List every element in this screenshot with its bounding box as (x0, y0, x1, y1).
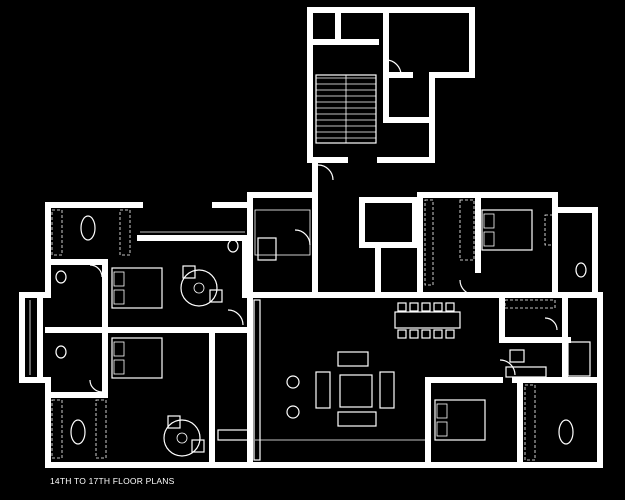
vanity (505, 366, 547, 378)
toilet (509, 349, 525, 363)
bed (481, 209, 533, 251)
bathtub (567, 341, 591, 377)
living-room-sofa-set (286, 351, 395, 427)
bathtub (70, 419, 86, 445)
dining-chair (421, 329, 431, 339)
doors (89, 59, 558, 393)
bed (434, 399, 486, 441)
door-swing (385, 59, 402, 76)
walls (19, 7, 603, 468)
door-swing (89, 379, 103, 393)
door-swing (294, 229, 311, 246)
toilet (55, 270, 67, 284)
dining-chair (433, 329, 443, 339)
vanity (217, 429, 249, 441)
balcony (29, 231, 425, 441)
toilet (55, 345, 67, 359)
lounge-seating (163, 265, 223, 457)
dining-chair (433, 302, 443, 312)
wardrobes (51, 199, 556, 461)
staircase (315, 74, 377, 144)
toilet (227, 239, 239, 253)
bathtub (257, 237, 277, 261)
bed (111, 267, 163, 309)
plan-caption: 14TH TO 17TH FLOOR PLANS (50, 476, 175, 486)
bed (111, 337, 163, 379)
dining-chair (421, 302, 431, 312)
bathroom-fixtures (55, 215, 591, 445)
dining-chair (445, 302, 455, 312)
dining-chair (397, 329, 407, 339)
dining-table (394, 302, 461, 339)
bathtub (558, 419, 574, 445)
toilet (575, 262, 587, 278)
door-swing (499, 359, 516, 376)
beds (111, 209, 533, 441)
dining-chair (445, 329, 455, 339)
dining-chair (409, 302, 419, 312)
bathtub (80, 215, 96, 241)
door-swing (227, 309, 244, 326)
dining-chair (409, 329, 419, 339)
door-swing (317, 164, 334, 181)
door-swing (544, 317, 558, 331)
door-swing (89, 264, 103, 278)
dining-chair (397, 302, 407, 312)
door-swing (459, 279, 476, 296)
